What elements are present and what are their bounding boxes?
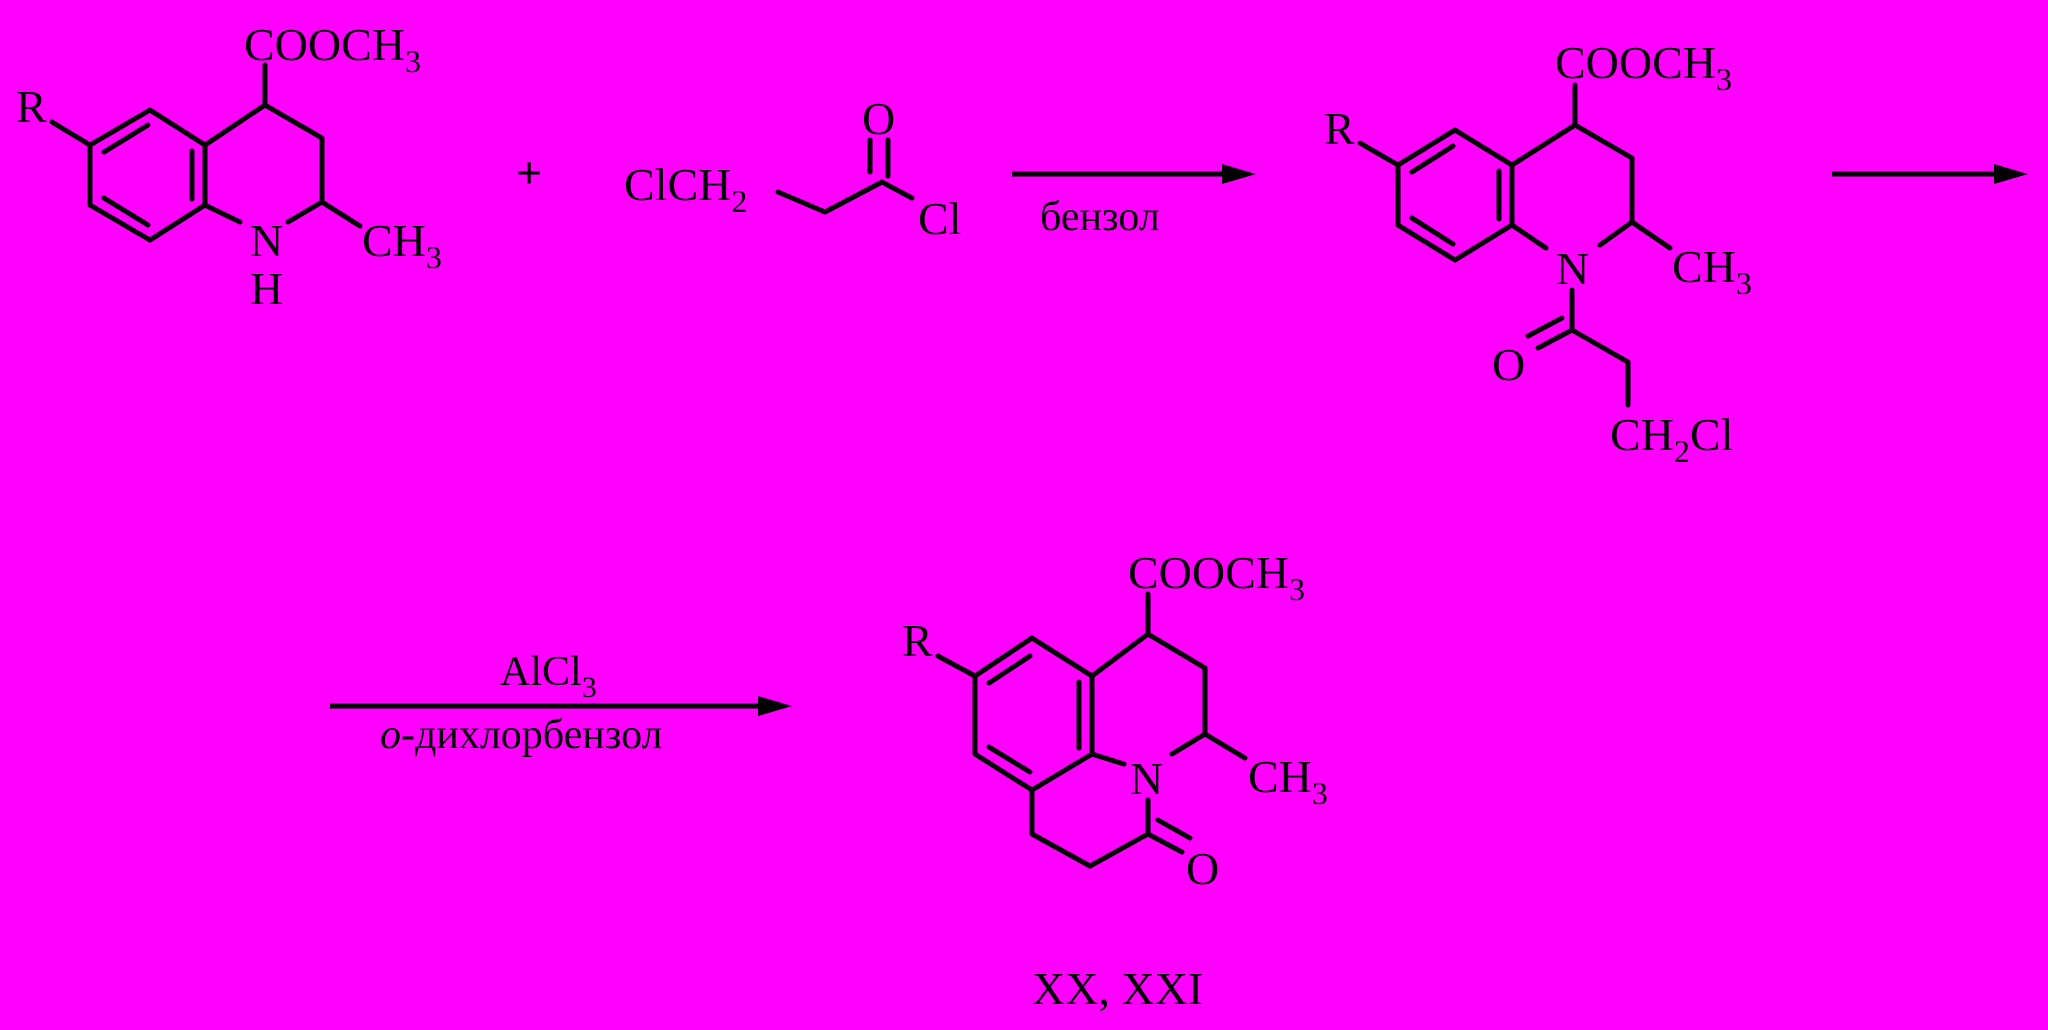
reaction-arrow-1: бензол [1012,164,1256,240]
r-group-label: R [902,615,933,666]
amide-oxygen-label: O [1492,339,1525,390]
amine-hydrogen-label: H [250,263,283,314]
reactant1-bonds [49,62,363,243]
reagent-chloropropionyl-chloride: ClCH2 O Cl [624,93,961,244]
solvent-dichlorobenzene-label: o-дихлорбензол [380,712,662,758]
amine-nitrogen-label: N [250,215,283,266]
reagent-bonds [775,137,915,215]
r-group-label: R [16,81,47,132]
reaction-arrow-3: AlCl3 o-дихлорбензол [330,649,792,758]
product-bonds [935,591,1248,869]
methyl-group-label: CH3 [1248,751,1328,811]
plus-sign: + [516,147,542,198]
chloroethyl-label: CH2Cl [1610,409,1733,469]
intermediate-n-acyl: R COOCH3 N CH3 O CH2Cl [1324,37,1752,469]
lactam-oxygen-label: O [1186,843,1219,894]
lactam-nitrogen-label: N [1130,753,1163,804]
methyl-group-label: CH3 [1672,241,1752,301]
reaction-arrow-2 [1832,164,2028,184]
chloromethyl-label: ClCH2 [624,159,747,219]
r-group-label: R [1324,103,1355,154]
methyl-group-label: CH3 [362,215,442,275]
ester-group-label: COOCH3 [1555,37,1732,97]
catalyst-label: AlCl3 [500,649,597,704]
intermediate-bonds [1357,82,1673,408]
compound-number-label: XX, XXI [1032,963,1203,1014]
product-tricyclic-lactam: R COOCH3 N CH3 O XX, XXI [902,547,1328,1014]
amide-nitrogen-label: N [1556,243,1589,294]
solvent-benzene-label: бензол [1040,194,1160,240]
acyl-chloride-label: Cl [918,193,961,244]
reactant-tetrahydroquinoline: R COOCH3 N H CH3 [16,19,442,314]
ester-group-label: COOCH3 [244,19,421,79]
ester-group-label: COOCH3 [1128,547,1305,607]
carbonyl-oxygen-label: O [862,93,895,144]
